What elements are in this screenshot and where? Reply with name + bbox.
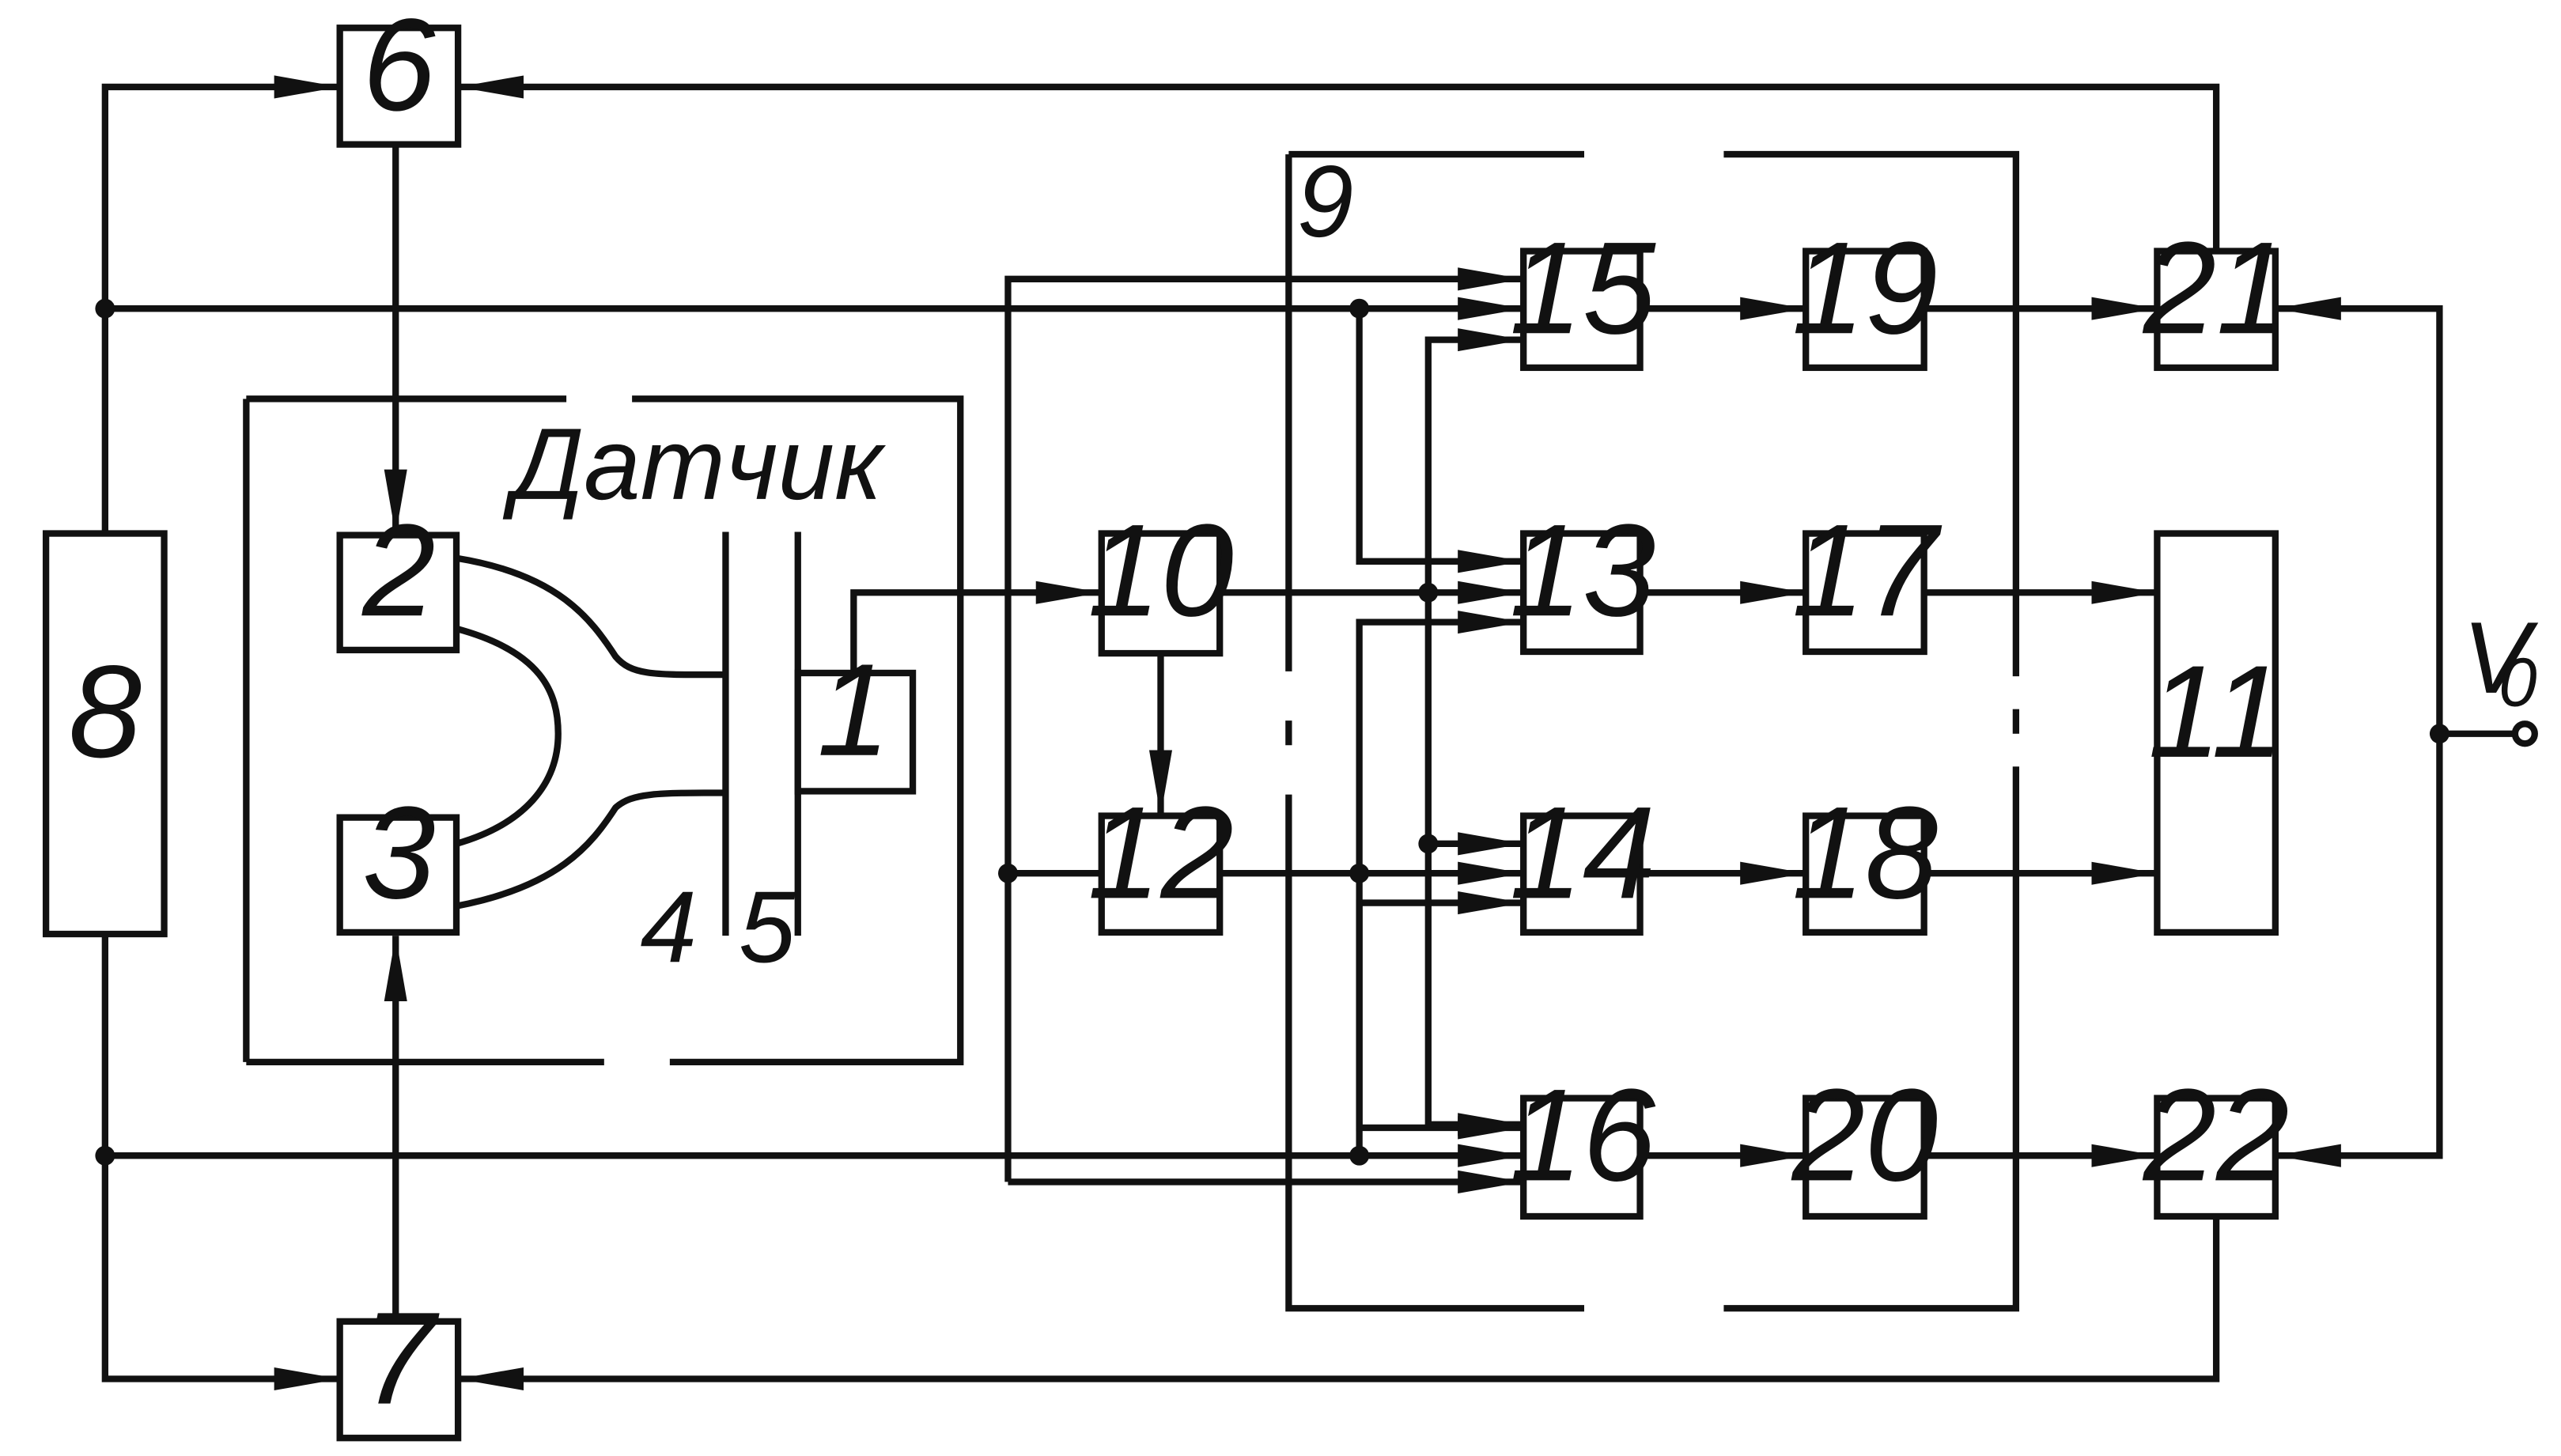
block-17: 17 [1792, 497, 1943, 656]
block-15: 15 [1510, 215, 1656, 372]
block-11: 11 [2148, 530, 2284, 936]
wire-8-to-6 [101, 75, 340, 534]
junction-dot [95, 1145, 115, 1166]
block-13: 13 [1510, 497, 1656, 656]
block-label: 12 [1088, 780, 1234, 926]
wire-8-to-7 [101, 933, 340, 1391]
block-label: 22 [2143, 1062, 2290, 1208]
block-label: 2 [361, 497, 435, 644]
block-label: 3 [362, 780, 435, 926]
wire-12-to-16-b [1356, 873, 1524, 1140]
sensor-frame [246, 395, 964, 1066]
block-21: 21 [2143, 215, 2290, 372]
block-18: 18 [1792, 780, 1939, 936]
sensor-label: Датчик [503, 408, 887, 521]
block-2: 2 [336, 497, 460, 654]
junction-dot [1349, 863, 1370, 883]
block-label: 20 [1791, 1062, 1939, 1208]
block-label: 7 [362, 1286, 440, 1432]
junction-dot [2429, 724, 2449, 744]
block-label: 6 [362, 0, 436, 138]
group-9-label: 9 [1297, 146, 1354, 259]
wire-branch-to-15 [1004, 267, 1524, 1182]
junction-dot [1349, 298, 1370, 319]
block-22: 22 [2143, 1062, 2290, 1220]
wire-10-to-15-b [1424, 328, 1524, 593]
block-label: 17 [1792, 497, 1943, 644]
block-label: 18 [1792, 780, 1939, 926]
layer-4-label: 4 [640, 871, 697, 984]
wire-12-to-13-b [1356, 611, 1524, 874]
block-label: 11 [2148, 639, 2284, 785]
block-label: 13 [1510, 497, 1656, 644]
layer-5-label: 5 [739, 871, 796, 984]
block-7: 7 [336, 1286, 462, 1442]
block-3: 3 [336, 780, 460, 936]
wire-1-to-10 [850, 581, 1102, 673]
block-label: 16 [1510, 1062, 1656, 1208]
wire-10-to-16-c [1424, 843, 1524, 1136]
block-10: 10 [1088, 497, 1234, 657]
block-6: 6 [336, 0, 462, 148]
block-label: 10 [1088, 497, 1234, 644]
junction-dot [1418, 582, 1439, 603]
block-label: 21 [2143, 215, 2290, 361]
wire-bottom-bus-to-14 [1356, 891, 1524, 1156]
fiber-3-bottom [456, 789, 726, 910]
block-label: 14 [1510, 780, 1656, 926]
block-16: 16 [1510, 1062, 1656, 1220]
block-1: 1 [794, 637, 917, 795]
output-label: V [2462, 602, 2538, 715]
wire-v0-to-21 [2275, 297, 2443, 734]
junction-dot [1349, 1145, 1370, 1166]
wire-top-bus-to-13 [1356, 308, 1524, 573]
block-8: 8 [42, 530, 168, 938]
block-label: 15 [1510, 215, 1656, 361]
block-14: 14 [1510, 780, 1656, 936]
output-label-subscript: 0 [2499, 644, 2536, 720]
junction-dot [997, 863, 1018, 883]
fiber-2-top [456, 554, 726, 679]
group-9-frame [1285, 150, 2020, 1312]
wire-21-to-6 [458, 75, 2220, 251]
junction-dot [95, 298, 115, 319]
fiber-2-bottom [455, 625, 562, 847]
block-label: 19 [1792, 215, 1939, 361]
junction-dot [1418, 834, 1439, 854]
wire-22-to-7 [458, 1216, 2220, 1391]
block-20: 20 [1791, 1062, 1939, 1220]
block-label: 8 [69, 639, 142, 785]
wire-v0-to-22 [2275, 733, 2443, 1167]
output-terminal [2511, 720, 2538, 747]
block-label: 1 [817, 637, 890, 784]
block-19: 19 [1792, 215, 1939, 372]
block-12: 12 [1088, 780, 1234, 936]
